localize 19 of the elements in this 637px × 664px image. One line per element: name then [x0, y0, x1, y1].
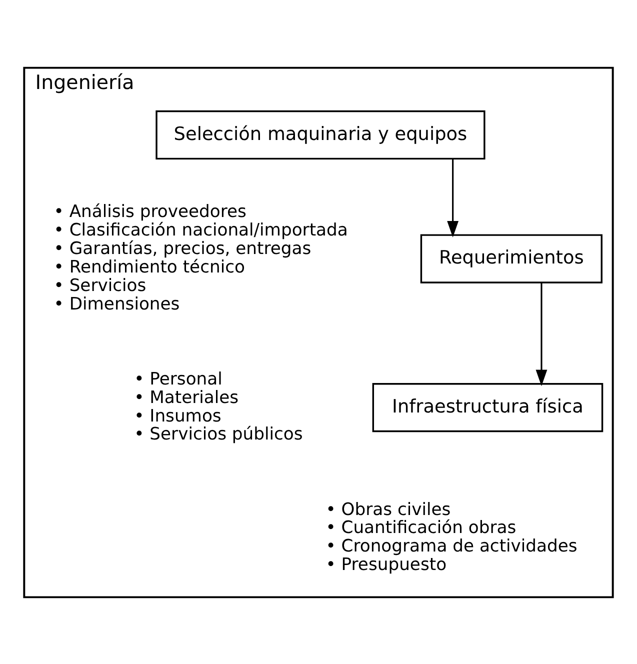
node-label: • Servicios públicos	[134, 424, 303, 444]
node-label: • Obras civiles	[326, 499, 451, 520]
node-label: • Insumos	[134, 406, 222, 426]
node-label: • Cronograma de actividades	[326, 536, 578, 556]
node-label: • Rendimiento técnico	[54, 256, 245, 277]
node-box: Infraestructura física	[372, 382, 604, 432]
node-label: • Análisis proveedores	[54, 202, 246, 222]
node-label: • Garantías, precios, entregas	[54, 238, 312, 259]
arrow	[536, 282, 548, 386]
node-label: • Dimensiones	[54, 294, 180, 314]
arrow	[447, 158, 459, 237]
node-box: Selección maquinaria y equipos	[156, 110, 486, 160]
node-label: • Servicios	[54, 275, 146, 296]
node-label: • Materiales	[134, 387, 239, 408]
node-label: • Personal	[134, 368, 222, 389]
node-label: • Clasificación nacional/importada	[54, 220, 348, 240]
node-label: • Presupuesto	[326, 554, 447, 575]
node-box: Requerimientos	[420, 234, 602, 283]
node-label: • Cuantificación obras	[326, 518, 516, 538]
